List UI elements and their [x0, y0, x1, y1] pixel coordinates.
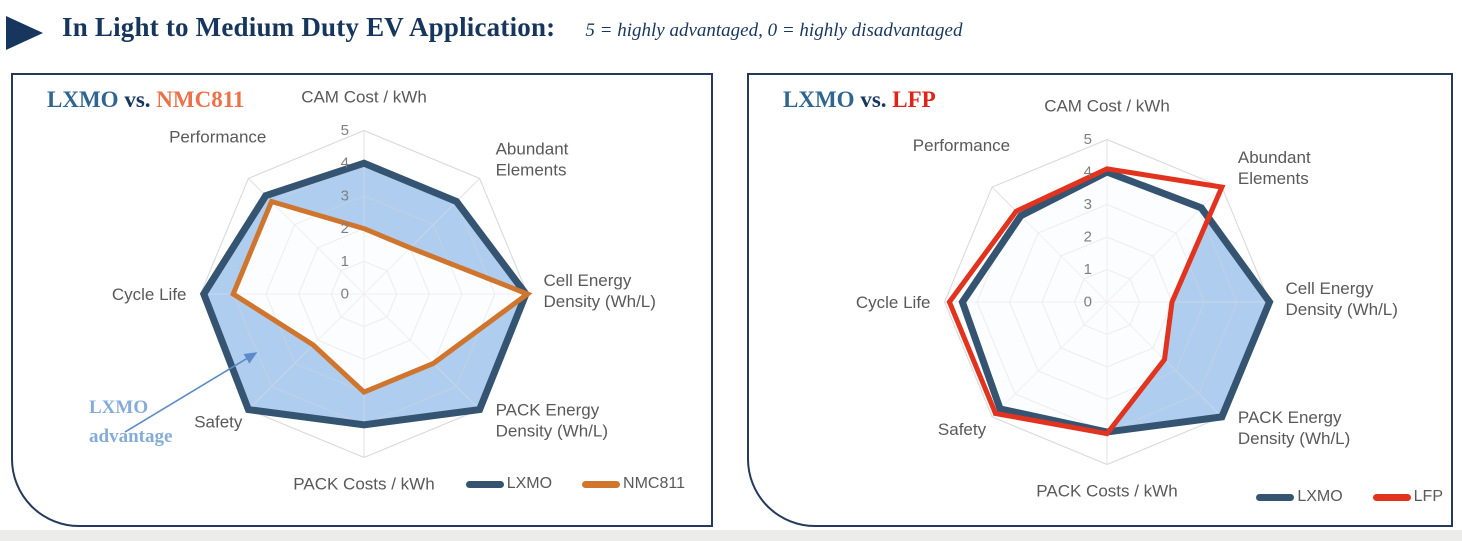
svg-text:4: 4	[341, 155, 349, 172]
legend-label-lxmo: LXMO	[1297, 488, 1343, 505]
legend-item-nmc811: NMC811	[582, 475, 685, 493]
svg-text:4: 4	[1084, 164, 1092, 181]
svg-text:1: 1	[341, 253, 349, 270]
chart-title-nmc811: LXMO vs. NMC811	[47, 87, 244, 113]
axis-label-6: Cycle Life	[856, 293, 931, 312]
legend-item-lxmo: LXMO	[1256, 488, 1343, 506]
legend-label-lxmo: LXMO	[506, 475, 553, 492]
lfp-line-swatch	[1372, 493, 1411, 501]
chart-title-lxmo-part: LXMO	[783, 87, 855, 112]
axis-label-0: CAM Cost / kWh	[301, 88, 427, 107]
legend-label-lfp: LFP	[1413, 488, 1443, 505]
page-title: In Light to Medium Duty EV Application:	[62, 12, 556, 42]
legend-item-lfp: LFP	[1372, 488, 1443, 506]
footer-strip	[0, 530, 1462, 541]
arrow-bullet-icon	[6, 16, 43, 50]
svg-text:3: 3	[1084, 196, 1092, 213]
chart-title-lxmo-part: LXMO	[47, 87, 119, 112]
legend-nmc811-chart: LXMO NMC811	[465, 475, 685, 493]
lxmo-line-swatch	[1256, 493, 1295, 501]
axis-label-7: Performance	[169, 127, 266, 146]
axis-label-4: PACK Costs / kWh	[1036, 482, 1177, 501]
axis-label-6: Cycle Life	[112, 285, 187, 304]
axis-label-4: PACK Costs / kWh	[293, 475, 434, 494]
annotation-line1: LXMO	[89, 397, 149, 418]
legend-item-lxmo: LXMO	[465, 475, 553, 493]
legend-lfp-chart: LXMO LFP	[1256, 488, 1443, 506]
svg-text:3: 3	[341, 187, 349, 204]
series-fill-nmc811	[233, 201, 528, 393]
series-fill-lfp	[949, 168, 1222, 434]
chart-title-vs-part: vs.	[860, 87, 887, 112]
axis-label-7: Performance	[913, 136, 1010, 155]
series-line-nmc811	[230, 198, 533, 396]
series-line-lxmo	[199, 159, 530, 429]
chart-title-vs-part: vs.	[124, 87, 151, 112]
svg-text:0: 0	[341, 286, 349, 303]
series-line-lfp	[946, 166, 1226, 437]
chart-title-lfp: LXMO vs. LFP	[783, 87, 936, 113]
svg-text:5: 5	[1084, 131, 1092, 148]
annotation-line2: advantage	[89, 426, 173, 447]
legend-label-nmc811: NMC811	[623, 475, 685, 492]
tick-labels: 0 1 2 3 4 5	[341, 122, 349, 303]
axis-label-0: CAM Cost / kWh	[1044, 97, 1170, 116]
chart-title-competitor-part: NMC811	[156, 87, 245, 112]
svg-text:2: 2	[1084, 229, 1092, 246]
svg-text:2: 2	[341, 220, 349, 237]
axis-label-5: Safety	[194, 413, 243, 432]
tick-labels: 0 1 2 3 4 5	[1084, 131, 1092, 311]
header: In Light to Medium Duty EV Application: …	[6, 12, 963, 50]
annotation-lxmo-advantage: LXMO advantage	[89, 393, 172, 451]
lxmo-line-swatch	[465, 480, 504, 488]
scale-legend-note: 5 = highly advantaged, 0 = highly disadv…	[585, 20, 963, 41]
nmc811-line-swatch	[582, 480, 621, 488]
annotation-arrow	[124, 352, 258, 433]
svg-text:5: 5	[341, 122, 349, 139]
axis-label-5: Safety	[938, 420, 987, 439]
chart-title-competitor-part: LFP	[892, 87, 936, 112]
svg-text:0: 0	[1084, 294, 1092, 311]
svg-text:1: 1	[1084, 261, 1092, 278]
